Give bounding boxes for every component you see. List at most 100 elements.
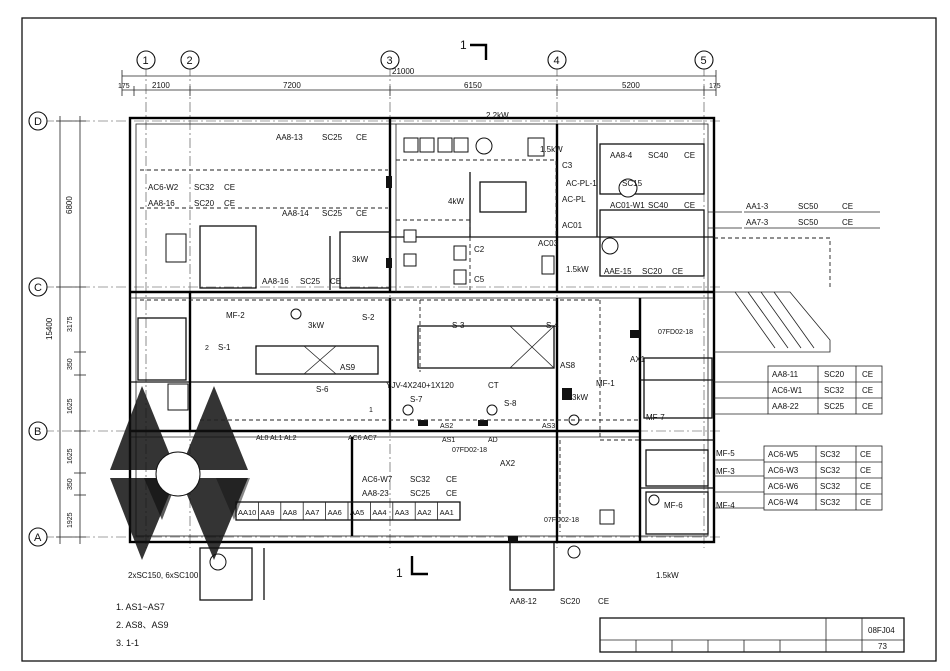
label-ac6-w7: AC6-W7: [362, 475, 393, 484]
dim-top-1: 175: [118, 83, 130, 90]
table-cell: CE: [862, 402, 873, 411]
label-ce-8: CE: [672, 267, 683, 276]
label-ce-9: CE: [446, 475, 457, 484]
label-ref-a: 07FD02-18: [658, 329, 693, 336]
aa-panel-cell: AA9: [260, 508, 274, 517]
dim-total-top: 21000: [392, 67, 415, 76]
table-cell: SC32: [824, 386, 845, 395]
aa-panel-cell: AA7: [305, 508, 319, 517]
aa-panel-cell: AA4: [372, 508, 386, 517]
axis-bubble-3: [380, 50, 400, 70]
table-cell: AA8-11: [772, 370, 799, 379]
label-ax1: AX1: [630, 355, 646, 364]
label-aa8-4: AA8-4: [610, 151, 633, 160]
label-fan3-power: 1.5kW: [566, 265, 589, 274]
label-ax2: AX2: [500, 459, 516, 468]
aa-panel-cell: AA6: [328, 508, 342, 517]
label-mf1: MF-1: [596, 379, 615, 388]
label-ce-7: CE: [684, 201, 695, 210]
label-as1: AS1: [442, 437, 455, 444]
label-ce-1: CE: [356, 133, 367, 142]
table-cell: CE: [860, 466, 871, 475]
dim-left-4: 1625: [67, 398, 74, 414]
label-fan2-power: 3kW: [308, 321, 324, 330]
label-ce-2: CE: [224, 183, 235, 192]
label-c5: C5: [474, 275, 485, 284]
label-as9: AS9: [340, 363, 356, 372]
label-mf6: MF-6: [664, 501, 683, 510]
label-pump3-power: 4kW: [448, 197, 464, 206]
label-ce-5: CE: [330, 277, 341, 286]
label-fan1-power: 3kW: [352, 255, 368, 264]
label-sc25-3: SC25: [300, 277, 321, 286]
table-cell: AC6-W5: [768, 450, 799, 459]
title-block: 08FJ04 73: [599, 617, 905, 653]
table-cell: CE: [842, 202, 853, 211]
table-cell: CE: [862, 370, 873, 379]
label-cable: YJV-4X240+1X120: [386, 381, 454, 390]
label-sc40-2: SC40: [648, 201, 669, 210]
axis-label-1: 1: [143, 55, 149, 67]
dimension-top: 21000 175 2100 7200 6150 5200 175: [118, 67, 721, 96]
table-cell: AC6-W1: [772, 386, 803, 395]
section-mark-bottom: 1: [396, 556, 428, 580]
dim-top-6: 175: [709, 83, 721, 90]
label-ce-3: CE: [224, 199, 235, 208]
notes: 1. AS1~AS7 2. AS8、AS9 3. 1-1: [116, 602, 169, 648]
axis-bubble-A: [28, 527, 48, 547]
aa-panel-cell: AA8: [283, 508, 297, 517]
label-ac6-ac7: AC6 AC7: [348, 435, 377, 442]
label-sc25-2: SC25: [322, 209, 343, 218]
axis-label-D: D: [34, 116, 42, 128]
table-cell: CE: [862, 386, 873, 395]
axis-label-5: 5: [701, 55, 707, 67]
dim-top-4: 6150: [464, 81, 482, 90]
table-cell: SC32: [820, 498, 841, 507]
dim-top-3: 7200: [283, 81, 301, 90]
aa-panel-cell: AA2: [417, 508, 431, 517]
atlas-number-value: 08FJ04: [868, 626, 895, 635]
label-sc32-1: SC32: [194, 183, 215, 192]
label-s1: S-1: [218, 343, 231, 352]
axis-label-2: 2: [187, 55, 193, 67]
label-fan4-power: 1.5kW: [656, 571, 679, 580]
label-as3: AS3: [542, 423, 555, 430]
label-mf4: MF-4: [716, 501, 735, 510]
label-al-row: AL0 AL1 AL2: [256, 435, 297, 442]
label-ac-pl: AC-PL: [562, 195, 586, 204]
page-number-value: 73: [878, 642, 887, 651]
axis-bubble-2: [180, 50, 200, 70]
label-as8: AS8: [560, 361, 576, 370]
note-2: 2. AS8、AS9: [116, 620, 169, 630]
table-cell: CE: [860, 450, 871, 459]
fan-pattern-graphic: [110, 386, 250, 560]
label-aa8-13: AA8-13: [276, 133, 303, 142]
label-ac03: AC03: [538, 239, 559, 248]
axis-label-3: 3: [387, 55, 393, 67]
axis-bubble-5: [694, 50, 714, 70]
label-num-1: 1: [369, 407, 373, 414]
label-aa8-12: AA8-12: [510, 597, 537, 606]
label-ac-pl-1: AC-PL-1: [566, 179, 597, 188]
label-sc20-1: SC20: [194, 199, 215, 208]
section-mark-bottom-label: 1: [396, 566, 403, 580]
label-ce-6: CE: [684, 151, 695, 160]
label-as2: AS2: [440, 423, 453, 430]
label-ac01-w1: AC01-W1: [610, 201, 645, 210]
section-mark-top: 1: [460, 38, 488, 60]
drawing-labels: 2.2kW 1.5kW 4kW 3kW 3kW 1.5kW 1.5kW 3kW …: [128, 111, 735, 606]
label-sc32-2: SC32: [410, 475, 431, 484]
dim-left-1: 6800: [65, 196, 74, 214]
table-cell: AA1-3: [746, 202, 769, 211]
axis-label-B: B: [34, 426, 41, 438]
table-cell: SC20: [824, 370, 845, 379]
label-s4: S-4: [546, 321, 559, 330]
aa-panel-cell: AA10: [238, 508, 256, 517]
label-s8: S-8: [504, 399, 517, 408]
dim-total-left: 15400: [45, 317, 54, 340]
table-cell: CE: [860, 498, 871, 507]
note-1: 1. AS1~AS7: [116, 602, 165, 612]
label-aa8-14: AA8-14: [282, 209, 309, 218]
